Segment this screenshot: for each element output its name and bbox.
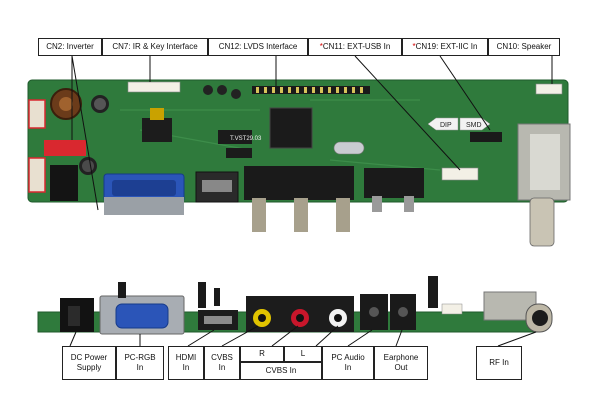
label-r: R: [240, 346, 284, 362]
speaker-connector: [535, 83, 563, 95]
label-cn2-inverter: CN2: Inverter: [38, 38, 102, 56]
label-cn11-ext-usb: *CN11: EXT-USB In: [308, 38, 402, 56]
chip-marking: T.VST29.03: [230, 136, 262, 142]
label-cvbs-in-group: CVBS In: [240, 362, 322, 380]
bottom-board: [37, 276, 553, 335]
label-l: L: [284, 346, 322, 362]
label-cn12-lvds: CN12: LVDS Interface: [208, 38, 308, 56]
lvds-header: [252, 86, 370, 94]
dc-jack-top: [50, 165, 78, 201]
rca-block-top: [244, 166, 354, 200]
audio-jacks-top: [364, 168, 424, 198]
label-cn19-ext-iic: *CN19: EXT-IIC In: [402, 38, 488, 56]
cn7-red-block: [44, 140, 86, 156]
callout-lines: [69, 55, 553, 347]
label-cn7-ir-key: CN7: IR & Key Interface: [102, 38, 208, 56]
top-board: [27, 79, 571, 247]
cn2-connector: [28, 99, 46, 129]
label-rf-in: RF In: [476, 346, 522, 380]
power-connector-top: [28, 157, 46, 193]
label-cn10-speaker: CN10: Speaker: [488, 38, 560, 56]
main-chip: [269, 107, 313, 149]
dip-mark: DIP: [440, 122, 452, 129]
usb-connector: [441, 167, 479, 181]
smd-mark: SMD: [466, 122, 482, 129]
